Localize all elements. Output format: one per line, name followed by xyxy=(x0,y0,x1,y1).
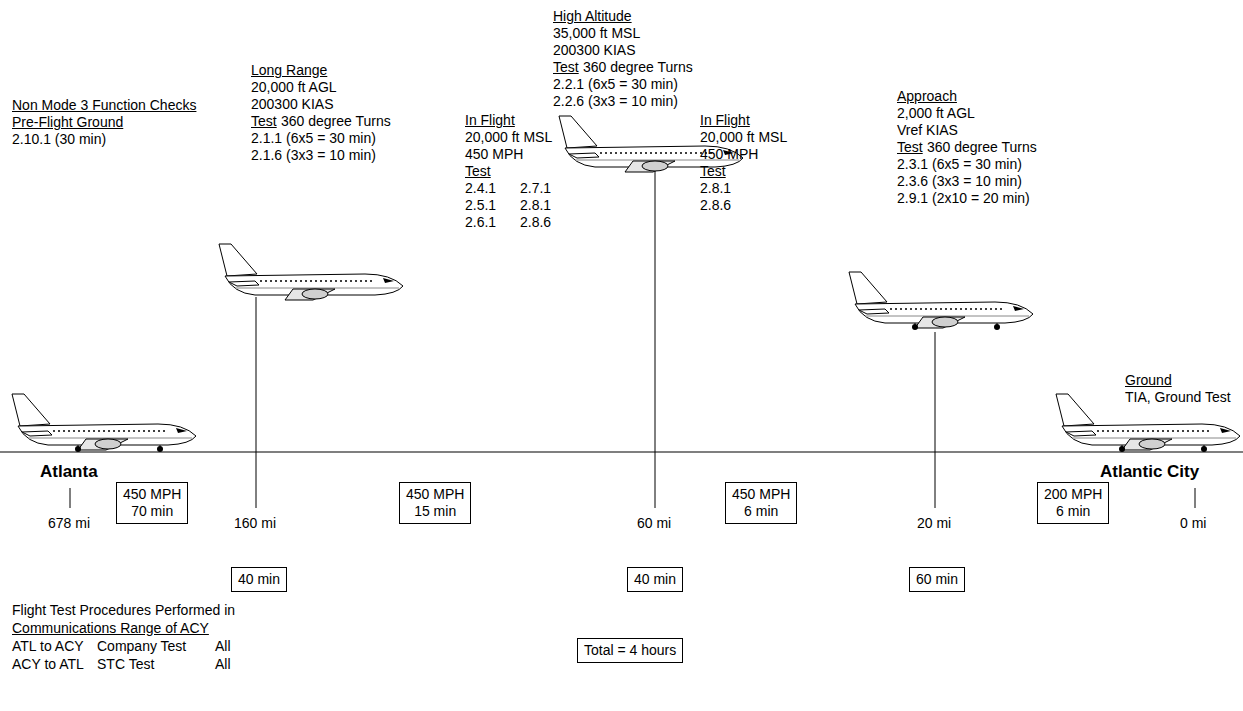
ground-line xyxy=(0,451,1243,452)
annotation-text: 2.1.1 (6x5 = 30 min) xyxy=(251,130,376,147)
annotation-text: 160 mi xyxy=(234,515,276,532)
annotation-text: Test xyxy=(465,163,491,180)
annotation-text: Ground xyxy=(1125,372,1172,389)
annotation-text: 360 degree Turns xyxy=(583,59,693,76)
annotation-text: 20,000 ft MSL xyxy=(700,129,787,146)
annotation-text: 450 MPH xyxy=(700,146,758,163)
annotation-text: 2.10.1 (30 min) xyxy=(12,131,106,148)
annotation-text: Test xyxy=(251,113,277,130)
annotation-text: Test xyxy=(700,163,726,180)
annotation-text: In Flight xyxy=(700,112,750,129)
distance-tick xyxy=(70,488,71,508)
distance-tick xyxy=(655,168,656,508)
distance-tick xyxy=(935,332,936,508)
annotation-text: 2.7.1 xyxy=(520,180,551,197)
annotation-text: 2.1.6 (3x3 = 10 min) xyxy=(251,147,376,164)
box-text: 6 min xyxy=(1044,503,1102,520)
annotation-text: 200300 KIAS xyxy=(251,96,334,113)
annotation-text: 360 degree Turns xyxy=(927,139,1037,156)
annotation-text: 360 degree Turns xyxy=(281,113,391,130)
time-box: 40 min xyxy=(627,567,683,592)
annotation-text: 20,000 ft AGL xyxy=(251,79,337,96)
time-box: 450 MPH6 min xyxy=(725,482,797,524)
box-text: 60 min xyxy=(916,571,958,588)
time-box: 200 MPH6 min xyxy=(1037,482,1109,524)
annotation-text: All xyxy=(215,656,231,673)
annotation-text: 2.5.1 xyxy=(465,197,496,214)
time-box: 450 MPH15 min xyxy=(399,482,471,524)
airplane xyxy=(219,244,403,300)
annotation-text: Communications Range of ACY xyxy=(12,620,209,637)
box-text: 450 MPH xyxy=(123,486,181,503)
annotation-text: 35,000 ft MSL xyxy=(553,25,640,42)
annotation-text: 60 mi xyxy=(637,515,671,532)
annotation-text: High Altitude xyxy=(553,8,632,25)
box-text: 450 MPH xyxy=(406,486,464,503)
box-text: 200 MPH xyxy=(1044,486,1102,503)
annotation-text: Approach xyxy=(897,88,957,105)
annotation-text: 2.4.1 xyxy=(465,180,496,197)
annotation-text: Test xyxy=(897,139,923,156)
distance-tick xyxy=(256,297,257,508)
annotation-text: STC Test xyxy=(97,656,154,673)
annotation-text: Flight Test Procedures Performed in xyxy=(12,602,235,619)
box-text: 70 min xyxy=(123,503,181,520)
time-box: Total = 4 hours xyxy=(577,638,683,663)
box-text: Total = 4 hours xyxy=(584,642,676,659)
annotation-text: 2.2.1 (6x5 = 30 min) xyxy=(553,76,678,93)
annotation-text: 2.8.1 xyxy=(520,197,551,214)
box-text: 450 MPH xyxy=(732,486,790,503)
annotation-text: ACY to ATL xyxy=(12,656,84,673)
box-text: 6 min xyxy=(732,503,790,520)
annotation-text: Vref KIAS xyxy=(897,122,958,139)
annotation-text: 20,000 ft MSL xyxy=(465,129,552,146)
airplane xyxy=(849,272,1033,330)
box-text: 15 min xyxy=(406,503,464,520)
annotation-text: Long Range xyxy=(251,62,327,79)
annotation-text: 2.8.6 xyxy=(520,214,551,231)
annotation-text: 2.8.1 xyxy=(700,180,731,197)
airplane xyxy=(12,394,196,452)
place-name: Atlantic City xyxy=(1100,462,1199,482)
annotation-text: 200300 KIAS xyxy=(553,42,636,59)
annotation-text: 2.3.6 (3x3 = 10 min) xyxy=(897,173,1022,190)
time-box: 60 min xyxy=(909,567,965,592)
place-name: Atlanta xyxy=(40,462,98,482)
annotation-text: 2,000 ft AGL xyxy=(897,105,975,122)
annotation-text: Non Mode 3 Function Checks xyxy=(12,97,196,114)
annotation-text: 2.9.1 (2x10 = 20 min) xyxy=(897,190,1030,207)
annotation-text: Test xyxy=(553,59,579,76)
annotation-text: All xyxy=(215,638,231,655)
annotation-text: 450 MPH xyxy=(465,146,523,163)
annotation-text: Pre-Flight Ground xyxy=(12,114,123,131)
annotation-text: 20 mi xyxy=(917,515,951,532)
annotation-text: 2.3.1 (6x5 = 30 min) xyxy=(897,156,1022,173)
annotation-text: 2.8.6 xyxy=(700,197,731,214)
time-box: 40 min xyxy=(231,567,287,592)
annotation-text: TIA, Ground Test xyxy=(1125,389,1231,406)
annotation-text: 2.2.6 (3x3 = 10 min) xyxy=(553,93,678,110)
distance-tick xyxy=(1195,488,1196,508)
annotation-text: 0 mi xyxy=(1180,515,1206,532)
annotation-text: 2.6.1 xyxy=(465,214,496,231)
time-box: 450 MPH70 min xyxy=(116,482,188,524)
annotation-text: ATL to ACY xyxy=(12,638,84,655)
annotation-text: Company Test xyxy=(97,638,186,655)
box-text: 40 min xyxy=(634,571,676,588)
annotation-text: In Flight xyxy=(465,112,515,129)
annotation-text: 678 mi xyxy=(48,515,90,532)
box-text: 40 min xyxy=(238,571,280,588)
